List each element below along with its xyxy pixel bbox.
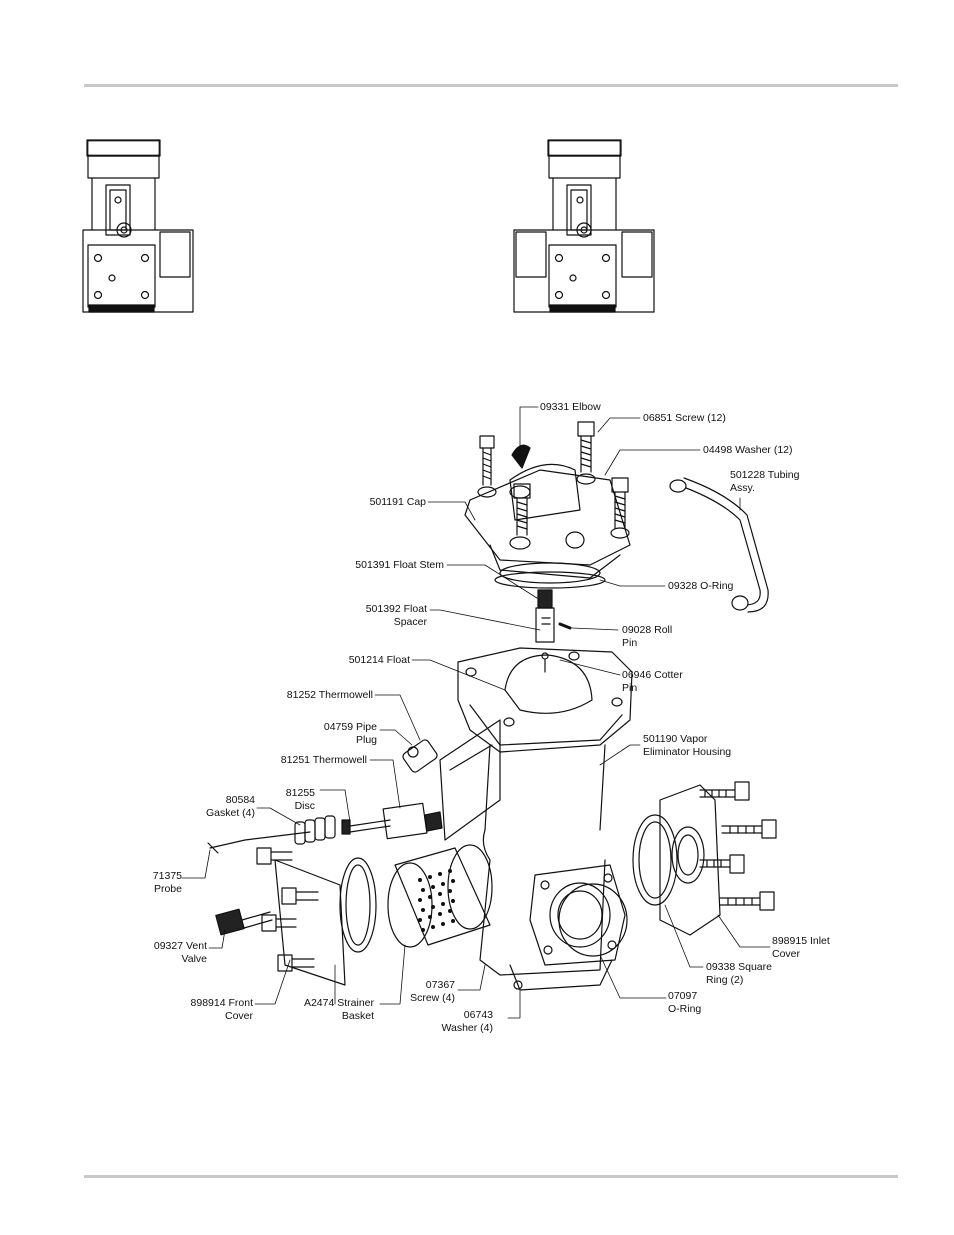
label-disc: 81255 Disc [285,787,315,812]
label-float: 501214 Float [348,654,410,666]
inlet-cover [659,781,777,936]
label-cap: 501191 Cap [369,496,426,508]
label-roll-pin: 09028 Roll Pin [622,624,673,649]
label-square-ring: 09338 Square Ring (2) [706,961,772,986]
cap-assembly [464,444,631,589]
cap-bolts [477,421,630,550]
outlet-flange [509,864,626,991]
header-rule [84,84,898,87]
leader-lines [181,406,771,1019]
label-float-stem: 501391 Float Stem [355,559,444,571]
front-square-ring [339,857,377,953]
label-thermowell-81252: 81252 Thermowell [286,689,373,701]
housing-body [402,647,633,976]
square-ring [632,814,678,906]
front-view-thumbnail-left [82,139,194,313]
label-screw-4: 07367 Screw (4) [410,979,455,1004]
label-gasket: 80584 Gasket (4) [205,794,255,819]
label-tubing-assy: 501228 Tubing Assy. [730,469,800,494]
label-pipe-plug: 04759 Pipe Plug [323,721,377,746]
label-housing: 501190 Vapor Eliminator Housing [643,733,732,758]
label-float-spacer: 501392 Float Spacer [365,603,427,628]
label-inlet-cover: 898915 Inlet Cover [772,935,830,960]
label-strainer-basket: A2474 Strainer Basket [303,997,374,1022]
label-screw-12: 06851 Screw (12) [643,412,726,424]
label-o-ring-07097: 07097 O-Ring [668,990,702,1015]
label-cotter-pin: 06946 Cotter Pin [622,669,683,694]
label-washer-12: 04498 Washer (12) [703,444,793,456]
front-view-thumbnail-right [513,139,655,313]
o-ring-07097 [558,883,628,957]
label-thermowell-81251: 81251 Thermowell [280,754,367,766]
vent-valve [215,908,273,936]
label-vent-valve: 09327 Vent Valve [153,940,207,965]
footer-rule [84,1175,898,1178]
label-front-cover: 898914 Front Cover [190,997,253,1022]
front-cover [256,847,346,986]
label-washer-4: 06743 Washer (4) [441,1009,493,1034]
label-o-ring-09328: 09328 O-Ring [668,580,734,592]
probe-and-thermowell [207,802,443,854]
label-elbow: 09331 Elbow [540,401,601,413]
label-probe: 71375 Probe [152,870,182,895]
strainer-basket [387,844,493,948]
float-stem-parts [535,589,572,673]
tubing-assembly [669,477,769,613]
